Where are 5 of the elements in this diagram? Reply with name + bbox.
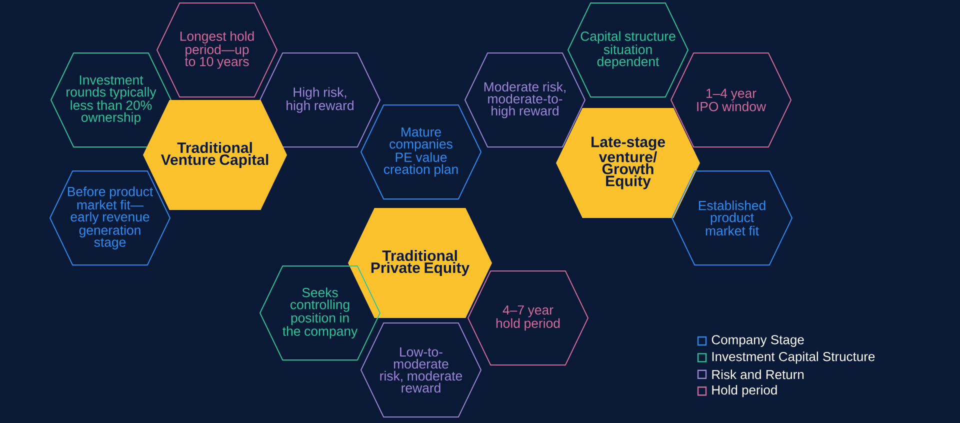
legend-label: Investment Capital Structure [712, 352, 875, 364]
legend-label: Company Stage [712, 335, 804, 347]
legend-label: Risk and Return [712, 370, 804, 380]
legend-label: Hold period [712, 385, 777, 398]
highlight-hexagon: Traditional Private Equity [348, 208, 492, 318]
